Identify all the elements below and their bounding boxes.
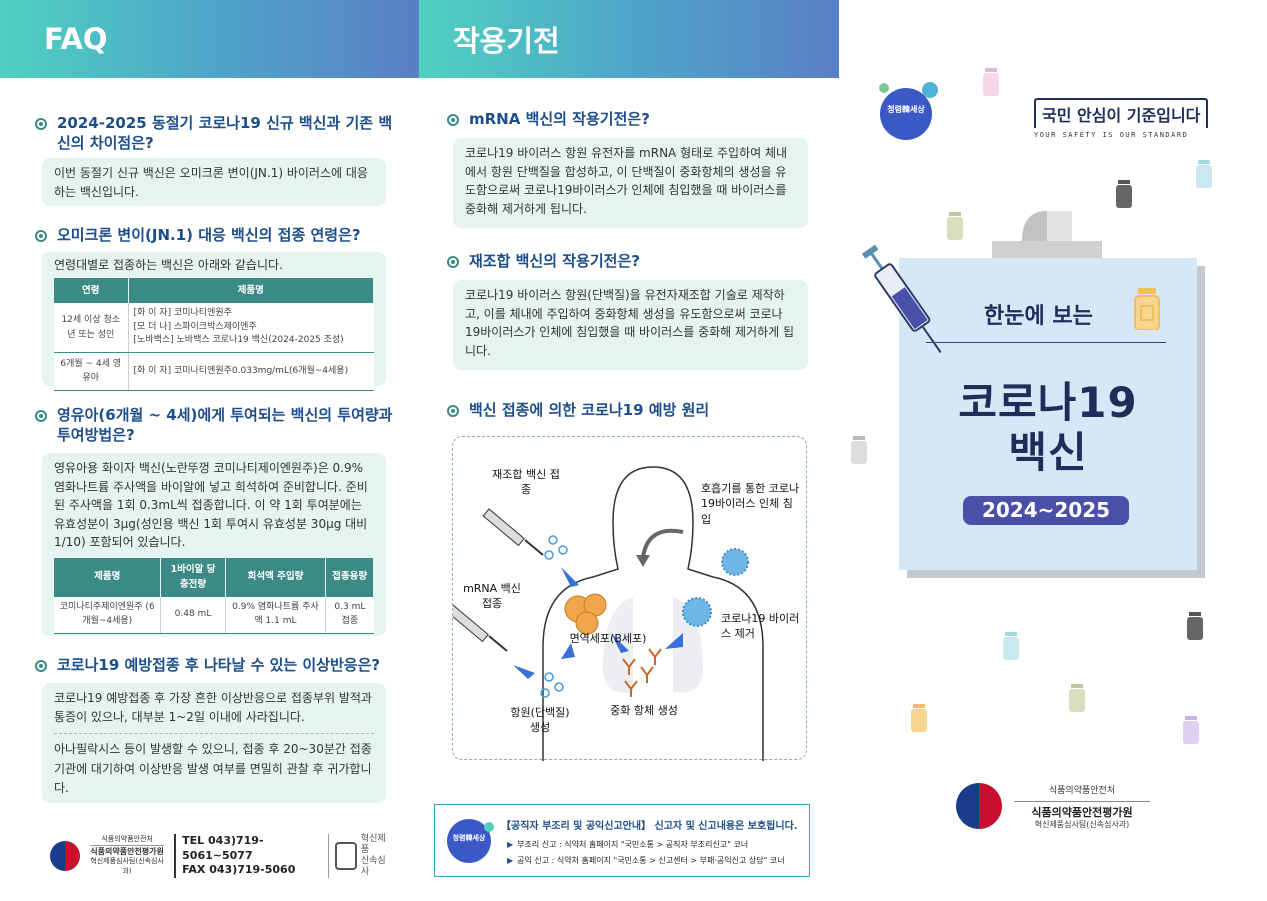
- arrow-icon: [665, 633, 683, 649]
- divider: [54, 733, 374, 735]
- vaccine-bottle-icon: [1187, 612, 1203, 640]
- integrity-badge-icon: [447, 819, 494, 863]
- report-notice-box: 청렴韓세상 【공직자 부조리 및 공익신고안내】 신고자 및 신고내용은 보호됩…: [434, 804, 810, 877]
- cover-year-badge: 2024~2025: [963, 496, 1129, 525]
- footer-tel[interactable]: TEL 043)719-5061~5077: [182, 833, 264, 862]
- antibody-icon: [622, 648, 662, 697]
- syringe-icon: [453, 604, 508, 652]
- table-row: 코미나티주제이엔원주 (6개월~4세용) 0.48 mL 0.9% 염화나트륨 …: [54, 597, 374, 635]
- coronavirus-icon: [682, 548, 749, 627]
- label-antibody: 중화 항체 생성: [610, 704, 678, 717]
- vaccine-bottle-icon: [1183, 716, 1199, 744]
- faq-answer-2: 연령대별로 접종하는 백신은 아래와 같습니다. 연령 제품명 12세 이상 청…: [42, 252, 386, 391]
- footer-org: 식품의약품안전처 식품의약품안전평가원 혁신제품심사팀(신속심사과): [90, 835, 165, 875]
- arrow-icon: [513, 665, 535, 679]
- cover-footer: 식품의약품안전처 식품의약품안전평가원 혁신제품심사팀(신속심사과): [956, 783, 1156, 833]
- virus-icon: [447, 114, 459, 126]
- vaccine-bottle-icon: [1003, 632, 1019, 660]
- cover-slogan: 국민 안심이 기준입니다 YOUR SAFETY IS OUR STANDARD: [1034, 98, 1214, 139]
- arrow-icon: [561, 643, 575, 659]
- vaccine-diagram: 재조합 백신 접종 호흡기를 통한 코로나19바이러스 인체 침입 mRNA 백…: [452, 436, 807, 761]
- faq-question-4: 코로나19 예방접종 후 나타날 수 있는 이상반응은?: [33, 656, 403, 676]
- mech-question-2: 재조합 백신의 작용기전은?: [445, 252, 805, 272]
- cover-divider: [926, 342, 1166, 343]
- virus-icon: [35, 660, 47, 672]
- dose-table: 제품명 1바이알 당 충전량 희석액 주입량 접종용량 코미나티주제이엔원주 (…: [54, 557, 374, 635]
- table-row: 12세 이상 청소년 또는 성인 [화 이 자] 코미나티엔원주 [모 더 나]…: [54, 303, 374, 353]
- mech-answer-1: 코로나19 바이러스 항원 유전자를 mRNA 형태로 주입하여 체내에서 항원…: [453, 138, 808, 228]
- label-recombinant: 재조합 백신 접종: [492, 468, 560, 497]
- vaccine-bottle-icon: [1116, 180, 1132, 208]
- faq-panel: FAQ 2024-2025 동절기 코로나19 신규 백신과 기존 백신의 차이…: [0, 0, 419, 901]
- faq-answer-3: 영유아용 화이자 백신(노란뚜껑 코미나티제이엔원주)은 0.9% 염화나트륨 …: [42, 453, 386, 636]
- vaccine-bottle-icon: [1196, 160, 1212, 188]
- mech-question-3: 백신 접종에 의한 코로나19 예방 원리: [445, 401, 805, 421]
- mech-answer-2: 코로나19 바이러스 항원(단백질)을 유전자재조합 기술로 제작하고, 이를 …: [453, 280, 808, 370]
- table-row: 6개월 ~ 4세 영유아 [화 이 자] 코미나티엔원주0.033mg/mL(6…: [54, 352, 374, 391]
- virus-icon: [35, 410, 47, 422]
- faq-question-3: 영유아(6개월 ~ 4세)에게 투여되는 백신의 투여량과 투여방법은?: [33, 406, 393, 445]
- faq-question-1: 2024-2025 동절기 코로나19 신규 백신과 기존 백신의 차이점은?: [33, 114, 393, 153]
- mechanism-header-title: 작용기전: [453, 24, 560, 58]
- faq-header: FAQ: [0, 0, 419, 78]
- mechanism-header: 작용기전: [419, 0, 839, 78]
- footer-contact: TEL 043)719-5061~5077 FAX 043)719-5060: [174, 833, 318, 879]
- body-illustration: [453, 466, 764, 761]
- vaccine-bottle-icon: [911, 704, 927, 732]
- label-removal: 코로나19 바이러스 제거: [721, 612, 800, 641]
- faq-question-2: 오미크론 변이(JN.1) 대응 백신의 접종 연령은?: [33, 226, 403, 246]
- faq-header-title: FAQ: [44, 22, 108, 56]
- faq-answer-1: 이번 동절기 신규 백신은 오미크론 변이(JN.1) 바이러스에 대응하는 백…: [42, 158, 386, 206]
- cover-subtitle: 한눈에 보는: [984, 304, 1093, 329]
- syringe-icon: [482, 508, 544, 556]
- footer-fax: FAX 043)719-5060: [182, 863, 296, 877]
- review-logo-icon: [335, 842, 357, 870]
- virus-icon: [35, 230, 47, 242]
- report-line-2[interactable]: ▶공익 신고 : 식약처 홈페이지 "국민소통 > 신고센터 > 부패·공익신고…: [507, 856, 785, 865]
- b-cell-icon: [564, 593, 607, 635]
- government-emblem-icon: [50, 841, 80, 871]
- label-mrna: mRNA 백신 접종: [463, 582, 521, 611]
- virus-icon: [35, 118, 47, 130]
- report-line-1[interactable]: ▶부조리 신고 : 식약처 홈페이지 "국민소통 > 공직자 부조리신고" 코너: [507, 840, 749, 849]
- vaccine-bottle-icon: [1069, 684, 1085, 712]
- cover-title: 코로나19 백신: [958, 378, 1138, 478]
- vaccine-bottle-icon: [947, 212, 963, 240]
- virus-icon: [447, 256, 459, 268]
- age-table-intro: 연령대별로 접종하는 백신은 아래와 같습니다.: [54, 258, 283, 272]
- label-bcell: 면역세포(B세포): [569, 632, 647, 645]
- vaccine-bottle-icon: [851, 436, 867, 464]
- age-table-header: 연령: [54, 278, 129, 304]
- cover-badge-text: 청렴韓세상: [887, 105, 925, 114]
- label-respiratory: 호흡기를 통한 코로나19바이러스 인체 침입: [701, 482, 800, 526]
- syringe-icon: [862, 244, 942, 353]
- arrow-icon: [636, 555, 650, 567]
- triangle-right-icon: ▶: [507, 856, 514, 865]
- innovation-review-logo: 혁신제품 신속심사: [328, 834, 390, 878]
- mech-question-1: mRNA 백신의 작용기전은?: [445, 110, 805, 130]
- age-table-header: 제품명: [128, 278, 374, 304]
- arrow-icon: [561, 567, 579, 587]
- arrow-icon: [611, 633, 629, 653]
- report-title: 【공직자 부조리 및 공익신고안내】 신고자 및 신고내용은 보호됩니다.: [501, 821, 798, 832]
- faq-footer: 식품의약품안전처 식품의약품안전평가원 혁신제품심사팀(신속심사과) TEL 0…: [50, 833, 390, 879]
- virus-icon: [447, 405, 459, 417]
- integrity-badge-icon: [879, 82, 938, 140]
- label-antigen: 항원(단백질) 생성: [510, 706, 570, 735]
- antigen-icon: [540, 535, 568, 698]
- vaccine-bottle-icon: [1134, 288, 1160, 330]
- government-emblem-icon: [956, 783, 1002, 829]
- vaccine-bottle-icon: [983, 68, 999, 96]
- faq-answer-4: 코로나19 예방접종 후 가장 흔한 이상반응으로 접종부위 발적과 통증이 있…: [42, 683, 386, 803]
- triangle-right-icon: ▶: [507, 840, 514, 849]
- mechanism-panel: 작용기전: [419, 0, 839, 901]
- age-table: 연령 제품명 12세 이상 청소년 또는 성인 [화 이 자] 코미나티엔원주 …: [54, 278, 374, 391]
